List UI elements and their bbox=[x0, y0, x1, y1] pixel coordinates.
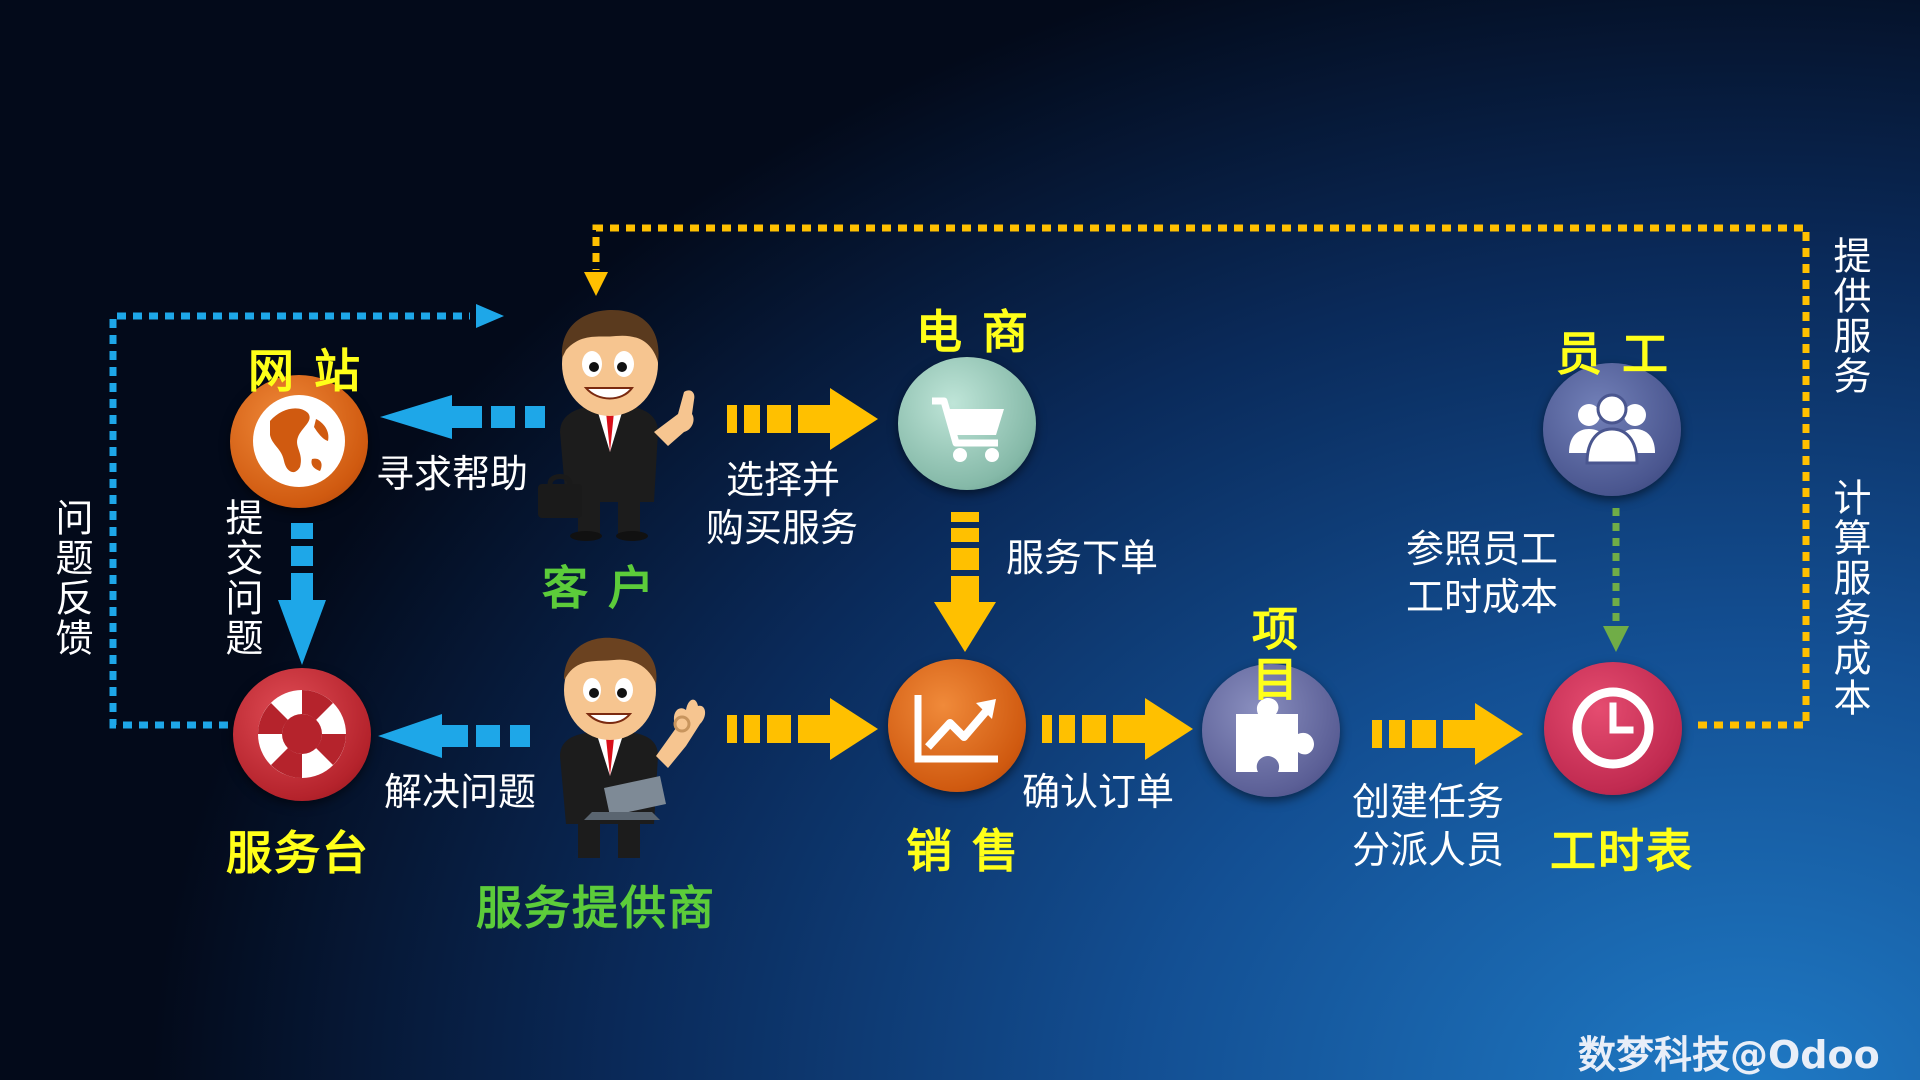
helpdesk-label: 服务台 bbox=[226, 826, 370, 880]
provider-figure bbox=[560, 637, 706, 858]
arrow-employee-to-timesheet bbox=[1603, 508, 1629, 652]
create-task-label-1: 创建任务 bbox=[1352, 780, 1505, 824]
trend-chart-icon bbox=[914, 695, 998, 763]
select-buy-label-2: 购买服务 bbox=[706, 506, 859, 550]
feedback-label: 问题反馈 bbox=[49, 498, 93, 658]
lifebuoy-icon bbox=[258, 690, 346, 778]
select-buy-label-1: 选择并 bbox=[726, 458, 841, 502]
ref-cost-label-2: 工时成本 bbox=[1406, 575, 1559, 619]
website-node bbox=[230, 375, 368, 508]
arrow-customer-to-ecommerce bbox=[727, 388, 878, 450]
confirm-order-label: 确认订单 bbox=[1022, 770, 1175, 814]
ref-cost-label-1: 参照员工 bbox=[1406, 527, 1559, 571]
ecommerce-node bbox=[898, 357, 1036, 490]
service-cost-loop-line bbox=[592, 224, 1810, 729]
people-group-icon bbox=[1569, 393, 1655, 465]
project-node bbox=[1202, 664, 1340, 797]
seek-help-label: 寻求帮助 bbox=[376, 452, 529, 496]
arrow-provider-to-sales bbox=[727, 698, 878, 760]
place-order-label: 服务下单 bbox=[1006, 536, 1159, 580]
calc-cost-label: 计算服务成本 bbox=[1827, 478, 1871, 718]
create-task-label-2: 分派人员 bbox=[1352, 828, 1505, 872]
clock-icon bbox=[1572, 687, 1654, 769]
employee-node bbox=[1543, 363, 1681, 496]
arrow-provider-to-helpdesk bbox=[378, 714, 530, 758]
shopping-cart-icon bbox=[932, 397, 1004, 462]
provider-label: 服务提供商 bbox=[476, 881, 716, 935]
ecommerce-label: 电 商 bbox=[916, 305, 1031, 359]
arrow-customer-to-website bbox=[380, 395, 545, 439]
project-label: 项目 bbox=[1245, 605, 1299, 705]
service-cost-loop-arrowhead bbox=[584, 272, 608, 296]
website-label: 网 站 bbox=[248, 344, 363, 398]
submit-issue-label: 提交问题 bbox=[219, 498, 263, 658]
arrow-ecommerce-to-sales bbox=[934, 512, 996, 652]
arrow-sales-to-project bbox=[1042, 698, 1193, 760]
feedback-loop-arrowhead bbox=[476, 304, 504, 328]
sales-label: 销 售 bbox=[906, 824, 1021, 878]
sales-node bbox=[888, 659, 1026, 792]
employee-label: 员 工 bbox=[1556, 327, 1671, 381]
solve-issue-label: 解决问题 bbox=[384, 770, 537, 814]
provide-service-label: 提供服务 bbox=[1827, 236, 1871, 396]
timesheet-label: 工时表 bbox=[1550, 824, 1694, 878]
arrow-website-to-helpdesk bbox=[278, 523, 326, 665]
arrow-project-to-timesheet bbox=[1372, 703, 1523, 765]
globe-icon bbox=[253, 395, 345, 487]
customer-label: 客 户 bbox=[542, 561, 657, 615]
helpdesk-node bbox=[233, 668, 371, 801]
timesheet-node bbox=[1544, 662, 1682, 795]
customer-figure bbox=[538, 310, 695, 541]
watermark: 数梦科技@Odoo bbox=[1578, 1033, 1880, 1077]
puzzle-icon bbox=[1236, 698, 1314, 772]
